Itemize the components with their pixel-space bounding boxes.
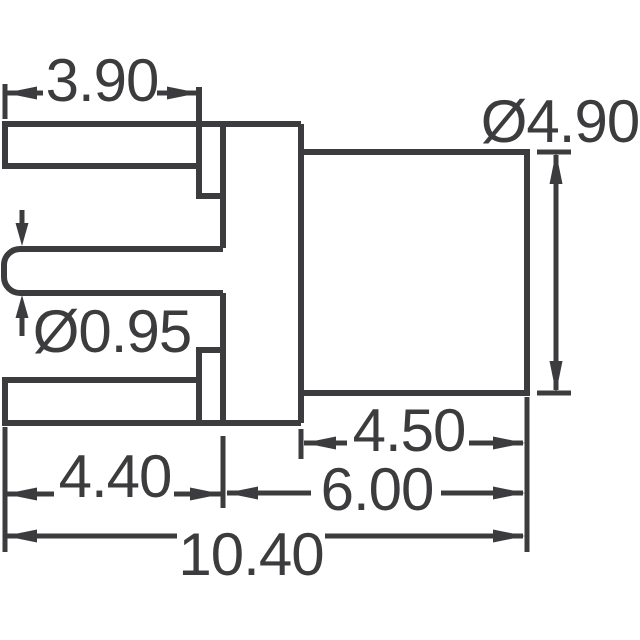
- dim-490-arrowhead-down: [549, 361, 563, 393]
- dim-490-arrowhead-up: [549, 152, 563, 184]
- dimension-body-span: 6.00: [226, 397, 530, 552]
- dim-label-shell-diameter: Ø4.90: [481, 88, 639, 155]
- top-leg-outline: [2, 121, 301, 169]
- dimension-top-leg-length: 3.90: [2, 47, 199, 119]
- center-pin-outline: [1, 246, 223, 296]
- dimension-overall-length: 10.40: [5, 521, 525, 588]
- dim-440-arrowhead-right: [190, 487, 222, 501]
- dim-label-pin-diameter: Ø0.95: [33, 298, 191, 365]
- dim-label-barrel-length: 4.50: [353, 397, 466, 464]
- dim-label-overall-length: 10.40: [178, 521, 323, 588]
- connector-outline: [1, 87, 530, 426]
- dim-600-arrowhead-right: [493, 486, 525, 500]
- top-notch-outline: [196, 87, 223, 199]
- dimension-shell-diameter: Ø4.90: [481, 88, 640, 396]
- dim-390-arrowhead-right: [167, 86, 199, 100]
- dim-1040-arrowhead-right: [493, 529, 525, 543]
- dim-390-arrowhead-left: [5, 86, 37, 100]
- dim-450-arrowhead-left: [304, 436, 336, 450]
- dim-label-top-leg-length: 3.90: [46, 47, 159, 114]
- dimension-annotations: 3.90 Ø4.90 Ø0.95 4.50: [2, 47, 640, 588]
- dim-label-leg-span: 4.40: [59, 443, 172, 510]
- dim-600-arrowhead-left: [226, 486, 258, 500]
- bottom-leg-outline: [2, 377, 301, 426]
- dim-1040-arrowhead-left: [5, 529, 37, 543]
- dim-095-arrowhead-down: [15, 223, 29, 246]
- dim-440-arrowhead-left: [5, 487, 37, 501]
- dimension-pin-diameter: Ø0.95: [15, 210, 192, 365]
- dim-450-arrowhead-right: [493, 436, 525, 450]
- bottom-notch-outline: [196, 347, 223, 423]
- dimension-leg-span: 4.40: [2, 427, 226, 552]
- barrel-outline: [301, 149, 530, 396]
- dim-095-arrowhead-up: [15, 295, 29, 318]
- dim-label-body-span: 6.00: [321, 456, 434, 523]
- dimension-barrel-length: 4.50: [298, 397, 525, 464]
